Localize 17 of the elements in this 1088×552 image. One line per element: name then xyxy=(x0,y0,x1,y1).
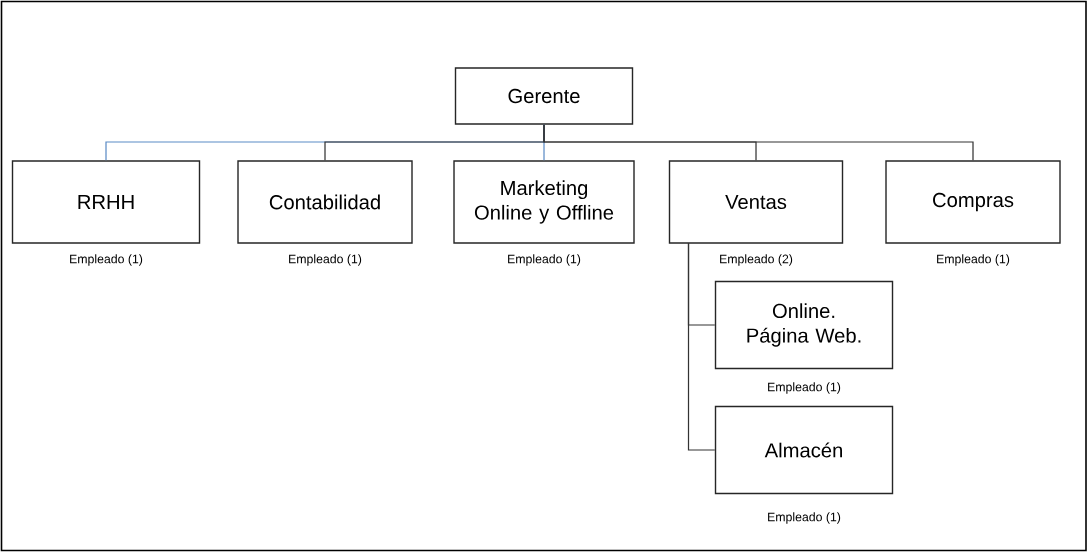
employee-count: Empleado (1) xyxy=(70,254,143,266)
org-box: Online. Página Web. xyxy=(714,280,894,370)
employee-count: Empleado (1) xyxy=(289,254,362,266)
org-box: RRHH xyxy=(11,160,201,244)
employee-count: Empleado (1) xyxy=(937,254,1010,266)
employee-count: Empleado (2) xyxy=(720,254,793,266)
connector-line xyxy=(687,242,716,451)
employee-count: Empleado (1) xyxy=(508,254,581,266)
org-box: Contabilidad xyxy=(237,160,413,244)
employee-count: Empleado (1) xyxy=(768,512,841,524)
org-box: Compras xyxy=(885,160,1061,244)
org-box: Gerente xyxy=(454,67,634,125)
org-box: Almacén xyxy=(714,405,894,495)
org-box: Marketing Online y Offline xyxy=(453,160,635,244)
employee-count: Empleado (1) xyxy=(768,382,841,394)
connector-line xyxy=(543,124,974,161)
org-box: Ventas xyxy=(668,160,844,244)
